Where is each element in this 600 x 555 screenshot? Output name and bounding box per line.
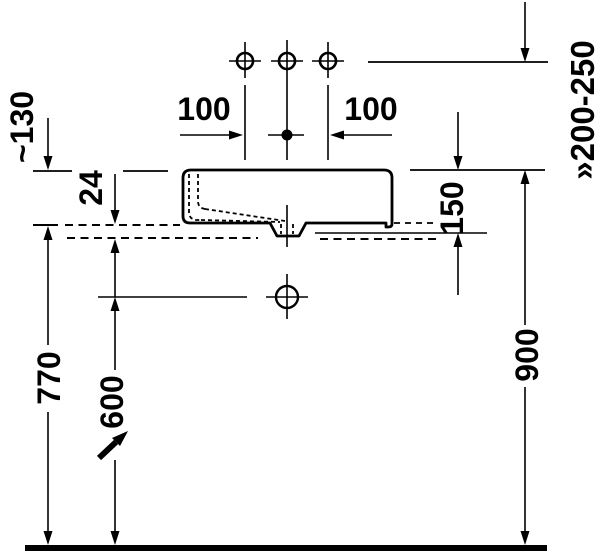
dim-label-770: 770 bbox=[31, 351, 67, 404]
basin-hidden-contour bbox=[188, 174, 294, 234]
arrowhead-up bbox=[520, 170, 530, 184]
arrowhead-up bbox=[110, 297, 120, 311]
tap-hole-circle-left bbox=[235, 51, 255, 71]
dimension-600: 600 bbox=[94, 253, 130, 545]
dimension-770: 770 bbox=[31, 226, 67, 545]
dim-label-600: 600 bbox=[94, 375, 130, 428]
arrowhead-down bbox=[110, 531, 120, 545]
arrowhead-down bbox=[43, 156, 53, 170]
dim-label-100-right: 100 bbox=[344, 91, 397, 127]
floor-line bbox=[25, 545, 547, 551]
dim-label-130: ~130 bbox=[4, 91, 40, 163]
inner-wall-dashed bbox=[188, 174, 201, 221]
dim-label-100-left: 100 bbox=[177, 91, 230, 127]
dimension-200-250: »200-250 bbox=[520, 2, 600, 180]
dim-label-24: 24 bbox=[73, 170, 109, 206]
dimension-900: 900 bbox=[509, 170, 545, 545]
dim-label-150: 150 bbox=[434, 181, 470, 234]
arrowhead-down bbox=[520, 48, 530, 62]
adjustable-arrow-icon bbox=[112, 431, 128, 446]
tap-hole-circle-right bbox=[318, 51, 338, 71]
dimension-tap-spacing: 100 100 bbox=[177, 91, 398, 141]
arrowhead-up bbox=[43, 226, 53, 240]
dimension-150: 150 bbox=[434, 112, 470, 295]
arrowhead-down bbox=[520, 531, 530, 545]
dimension-130: ~130 bbox=[4, 91, 53, 170]
arrowhead-right bbox=[229, 130, 243, 140]
counter-reference-lines bbox=[33, 222, 487, 240]
arrowhead-left bbox=[330, 130, 344, 140]
arrowhead-up bbox=[110, 239, 120, 253]
bowl-floor-dashed bbox=[200, 219, 281, 223]
arrowhead-down bbox=[43, 531, 53, 545]
tap-hole-circle-center bbox=[277, 51, 297, 71]
dim-label-900: 900 bbox=[509, 328, 545, 381]
drain-circle bbox=[274, 284, 300, 310]
dim-label-200-250: »200-250 bbox=[564, 40, 600, 179]
drain-outlet bbox=[98, 205, 308, 319]
tap-hole-centerlines bbox=[229, 40, 344, 160]
dimension-24: 24 bbox=[73, 170, 120, 253]
inner-wall-dashed bbox=[197, 174, 206, 210]
arrowhead-up bbox=[453, 233, 463, 247]
washbasin-profile bbox=[181, 168, 394, 238]
arrowhead-down bbox=[453, 156, 463, 170]
arrowhead-down bbox=[110, 210, 120, 224]
adjustable-arrow-shaft bbox=[96, 439, 119, 461]
